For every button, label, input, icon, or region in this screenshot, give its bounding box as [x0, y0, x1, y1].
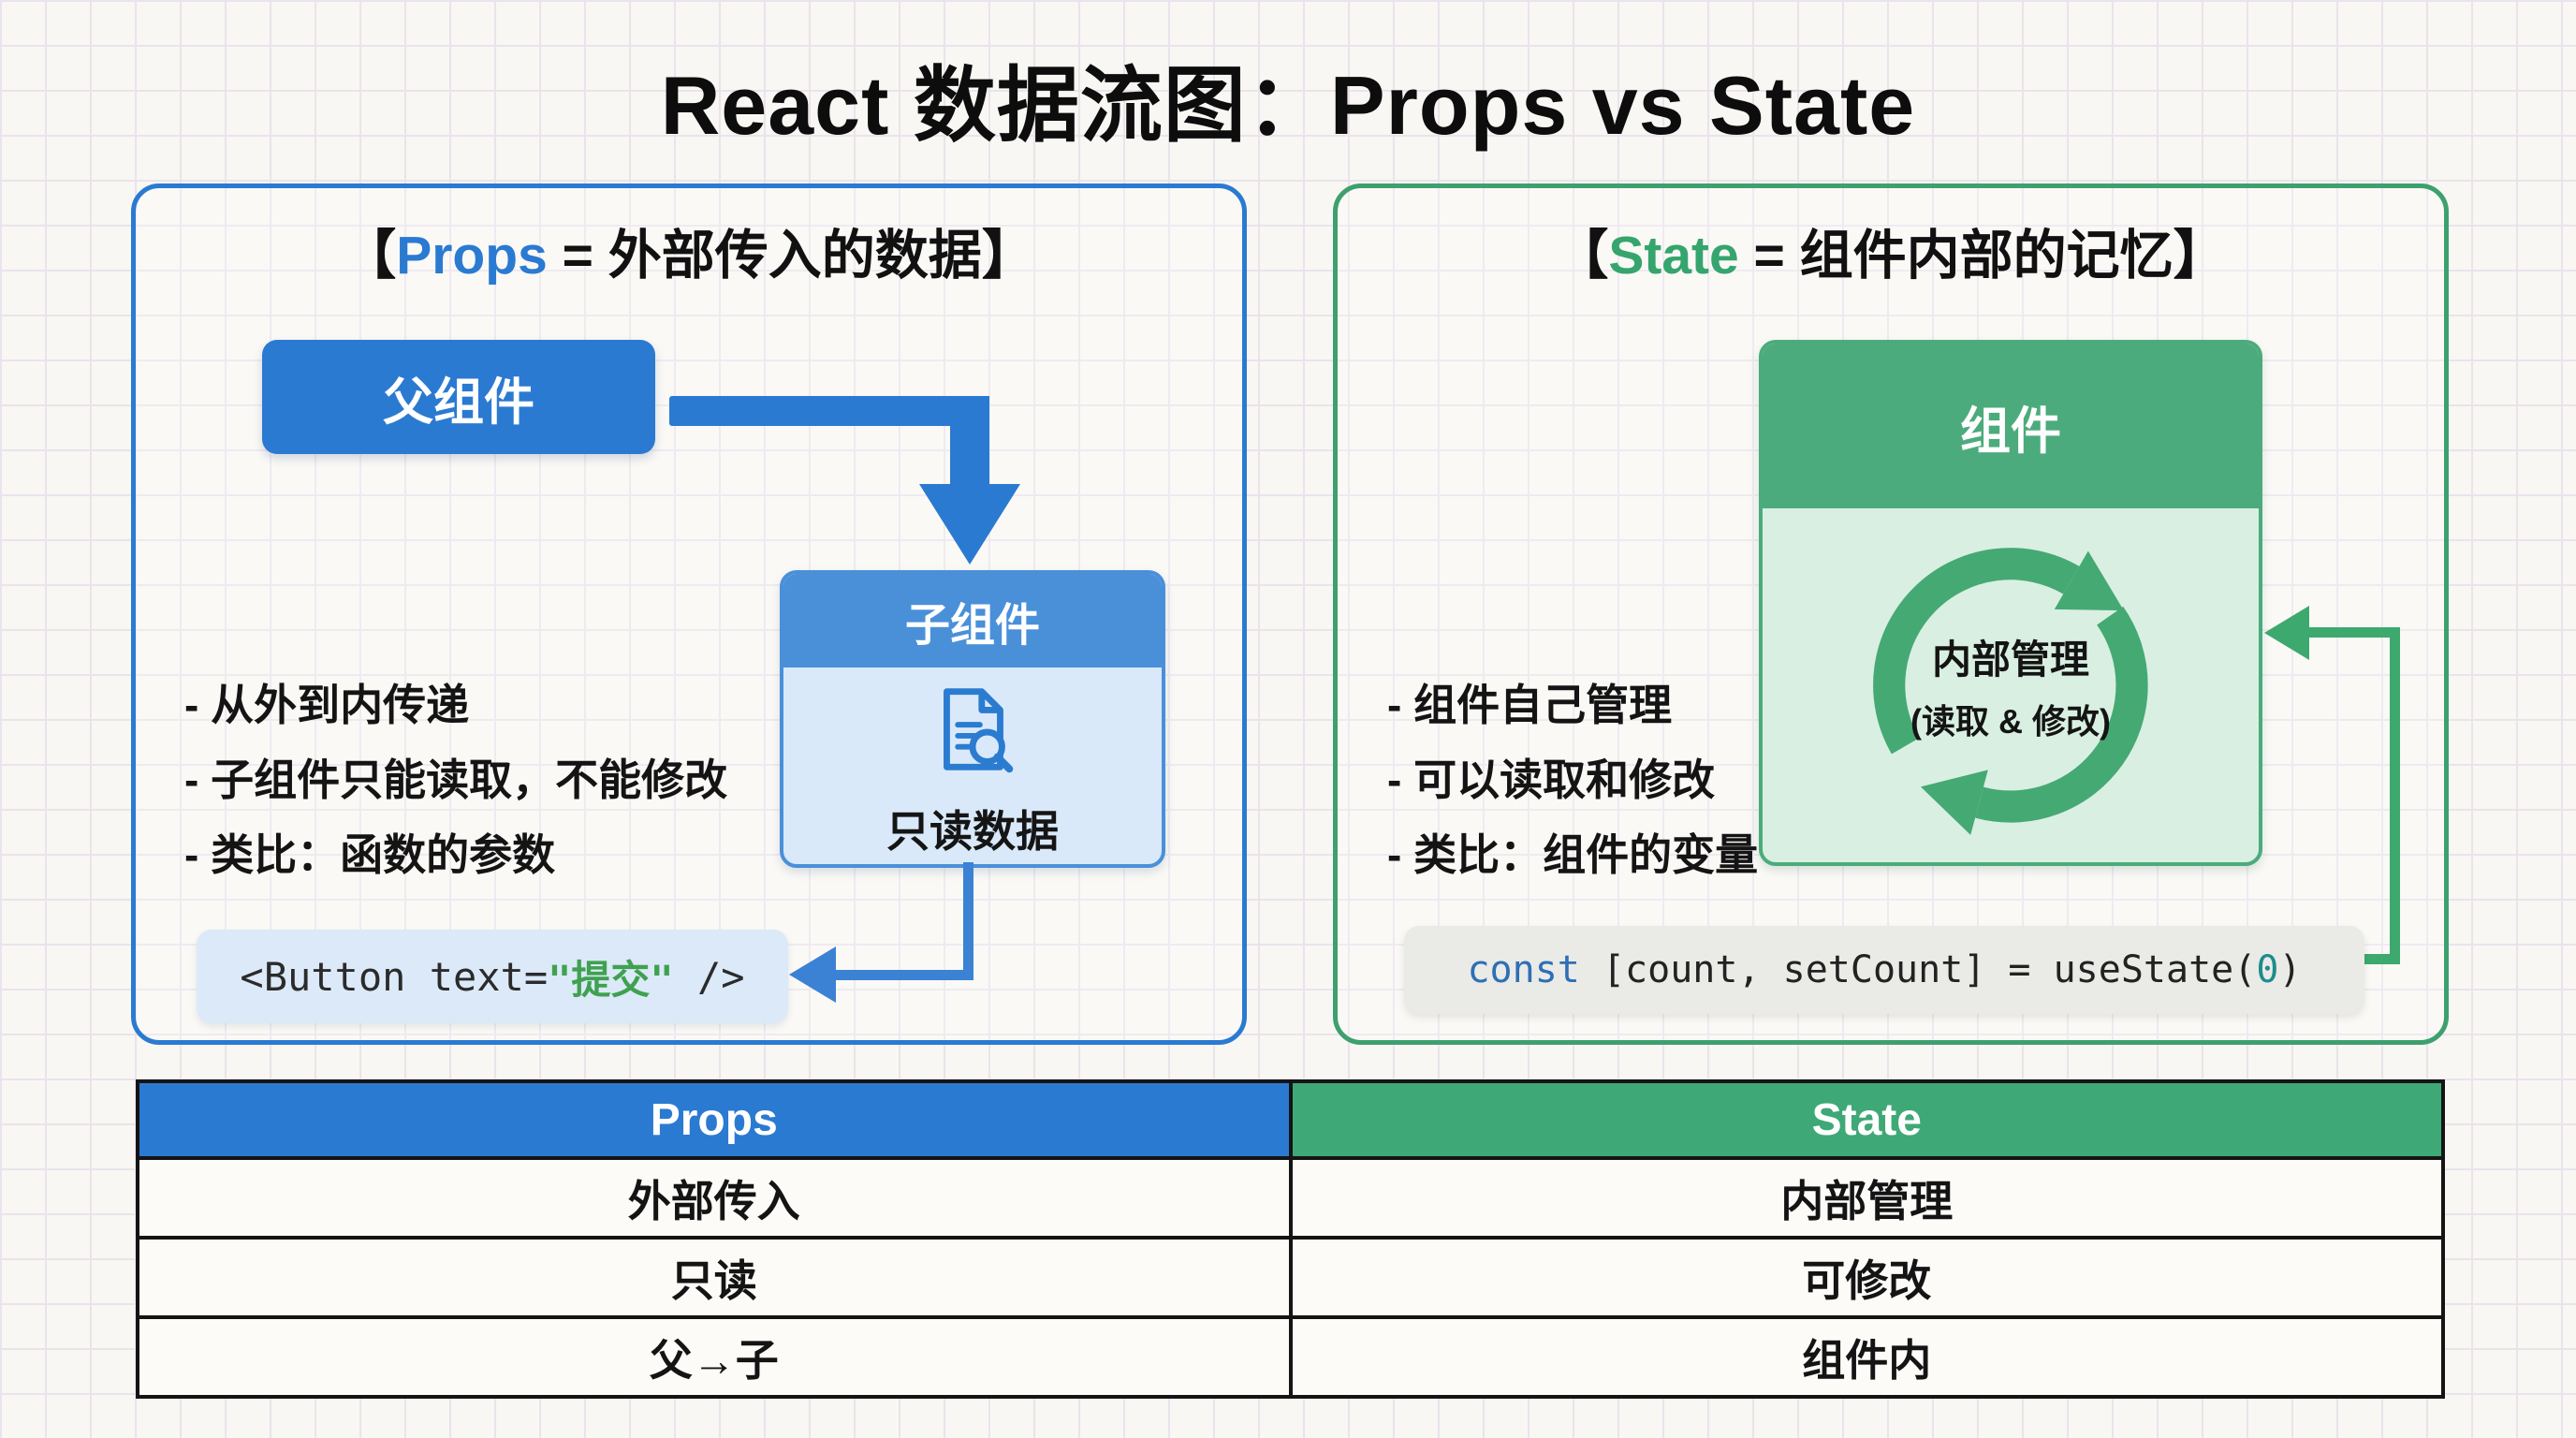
table-cell-state-source: 内部管理	[1288, 1156, 2445, 1240]
cycle-caption: 内部管理 (读取 & 修改)	[1763, 508, 2259, 862]
table-row: 只读 可修改	[136, 1236, 2445, 1319]
cycle-arrows-icon	[1842, 517, 2179, 858]
parent-component-box: 父组件	[262, 340, 655, 454]
state-panel-title: 【State = 组件内部的记忆】	[1338, 213, 2444, 289]
table-header-state: State	[1288, 1079, 2445, 1160]
props-flow-arrow-vertical	[950, 396, 989, 488]
component-box: 组件 内部管理 (读取 & 修改)	[1759, 340, 2262, 866]
props-code-pre: <Button text=	[240, 953, 549, 1000]
document-search-icon	[917, 677, 1028, 792]
state-bullet-1: - 组件自己管理	[1387, 681, 1673, 729]
props-bullet-3: - 类比：函数的参数	[184, 830, 556, 879]
state-title-keyword: State	[1608, 226, 1739, 286]
table-header-props: Props	[136, 1079, 1293, 1160]
component-label: 组件	[1960, 403, 2061, 460]
state-code-keyword: const	[1467, 948, 1580, 991]
props-panel-title: 【Props = 外部传入的数据】	[136, 213, 1242, 289]
table-header-row: Props State	[136, 1079, 2445, 1160]
child-component-box: 子组件 只读数据	[780, 570, 1165, 868]
props-flow-arrow-horizontal	[669, 396, 989, 426]
child-caption: 只读数据	[886, 806, 1059, 856]
state-bullet-2: - 可以读取和修改	[1387, 756, 1716, 804]
props-title-rest: = 外部传入的数据】	[547, 226, 1035, 286]
table-cell-state-mutability: 可修改	[1288, 1236, 2445, 1319]
props-title-keyword: Props	[396, 226, 548, 286]
state-code-mid: [count, setCount] = useState(	[1579, 948, 2257, 991]
state-arrowhead-left-icon	[2264, 606, 2309, 660]
table-cell-props-direction: 父→子	[136, 1315, 1293, 1399]
state-panel: 【State = 组件内部的记忆】 组件 内部管理 (读取 & 修改) - 组件…	[1333, 183, 2449, 1045]
child-component-label: 子组件	[904, 601, 1040, 651]
child-component-body: 只读数据	[783, 668, 1162, 864]
table-row: 外部传入 内部管理	[136, 1156, 2445, 1240]
props-code-connector-horizontal	[836, 970, 973, 980]
component-header: 组件	[1763, 344, 2259, 508]
props-code-snippet: <Button text="提交" />	[197, 930, 788, 1023]
props-bullet-list: - 从外到内传递 - 子组件只能读取，不能修改 - 类比：函数的参数	[184, 668, 727, 892]
state-title-bracket: 【	[1555, 226, 1609, 286]
state-title-rest: = 组件内部的记忆】	[1738, 226, 2227, 286]
props-bullet-1: - 从外到内传递	[184, 681, 470, 729]
table-cell-props-mutability: 只读	[136, 1236, 1293, 1319]
cycle-caption-line1: 内部管理	[1931, 637, 2089, 682]
state-connector-horizontal	[2307, 627, 2400, 638]
component-body: 内部管理 (读取 & 修改)	[1763, 508, 2259, 862]
props-code-string: "提交"	[548, 956, 674, 1003]
state-connector-vertical	[2390, 627, 2400, 964]
props-code-post: />	[673, 953, 745, 1000]
state-connector-elbow	[2360, 954, 2400, 964]
table-row: 父→子 组件内	[136, 1315, 2445, 1399]
props-code-arrowhead-left-icon	[789, 946, 836, 1003]
child-component-header: 子组件	[783, 574, 1162, 668]
state-code-snippet: const [count, setCount] = useState(0)	[1404, 926, 2364, 1014]
props-flow-arrowhead-down-icon	[919, 484, 1020, 565]
comparison-table: Props State 外部传入 内部管理 只读 可修改 父→子 组件内	[136, 1079, 2445, 1399]
table-cell-props-source: 外部传入	[136, 1156, 1293, 1240]
state-bullet-list: - 组件自己管理 - 可以读取和修改 - 类比：组件的变量	[1387, 668, 1758, 892]
parent-component-label: 父组件	[383, 374, 534, 431]
props-code-connector-vertical	[963, 862, 973, 980]
state-bullet-3: - 类比：组件的变量	[1387, 830, 1759, 879]
props-bullet-2: - 子组件只能读取，不能修改	[184, 756, 728, 804]
table-cell-state-scope: 组件内	[1288, 1315, 2445, 1399]
page-title: React 数据流图：Props vs State	[660, 59, 1916, 152]
cycle-caption-line2: (读取 & 修改)	[1910, 701, 2111, 741]
state-code-number: 0	[2256, 948, 2279, 991]
props-title-bracket: 【	[343, 226, 397, 286]
props-panel: 【Props = 外部传入的数据】 父组件 子组件 只读数据	[131, 183, 1247, 1045]
state-code-end: )	[2278, 948, 2302, 991]
